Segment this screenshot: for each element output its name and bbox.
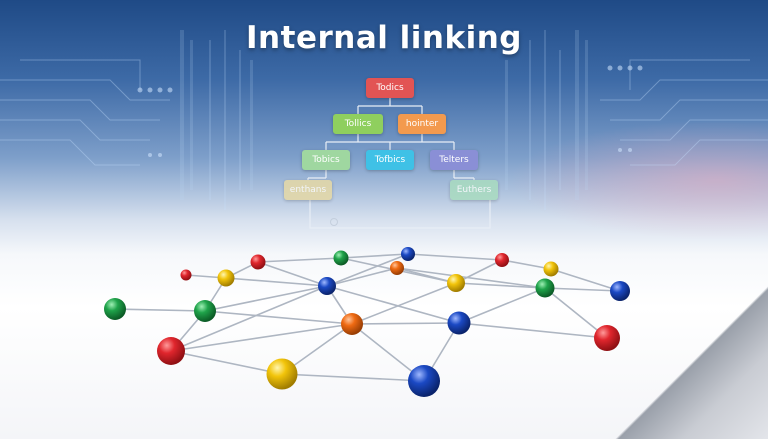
tree-connectors <box>307 98 491 229</box>
network-node <box>408 365 440 397</box>
tree-node-level4-1: enthans <box>284 180 332 200</box>
tree-node-level3-2: Tofbics <box>366 150 414 170</box>
network-node <box>266 358 298 390</box>
tree-node-root: Todics <box>366 78 414 98</box>
network-node <box>180 269 192 281</box>
tree-node-label: Tofbics <box>374 155 406 165</box>
tree-node-label: hointer <box>405 119 439 129</box>
network-node <box>594 325 620 351</box>
network-node <box>194 300 216 322</box>
network-node <box>401 247 415 261</box>
network-node <box>157 337 185 365</box>
network-node <box>217 269 235 287</box>
network-node <box>610 281 630 301</box>
network-node <box>104 298 126 320</box>
tree-node-level2-1: Tollics <box>333 114 383 134</box>
floor-shadow <box>588 279 768 439</box>
tree-node-label: Tobics <box>312 155 340 165</box>
tree-node-label: enthans <box>289 185 327 195</box>
network-node <box>447 311 471 335</box>
network-node <box>318 277 336 295</box>
tree-node-label: Euthers <box>456 185 492 195</box>
circuit-pattern <box>0 30 768 210</box>
tree-node-level4-2: Euthers <box>450 180 498 200</box>
network-node <box>543 261 559 277</box>
page-title: Internal linking <box>246 20 522 56</box>
network-node <box>535 278 555 298</box>
network-node <box>447 274 465 292</box>
background-glow <box>508 120 768 240</box>
network-nodes <box>104 247 630 397</box>
tree-node-level2-2: hointer <box>398 114 446 134</box>
network-edges <box>114 253 621 382</box>
tree-node-label: Todics <box>376 83 404 93</box>
network-node <box>341 313 363 335</box>
tree-node-level3-3: Telters <box>430 150 478 170</box>
tree-node-label: Tollics <box>344 119 372 129</box>
network-node <box>495 253 509 267</box>
tree-node-level3-1: Tobics <box>302 150 350 170</box>
tree-node-label: Telters <box>439 155 469 165</box>
network-node <box>333 250 349 266</box>
network-node <box>390 261 404 275</box>
network-node <box>250 254 266 270</box>
